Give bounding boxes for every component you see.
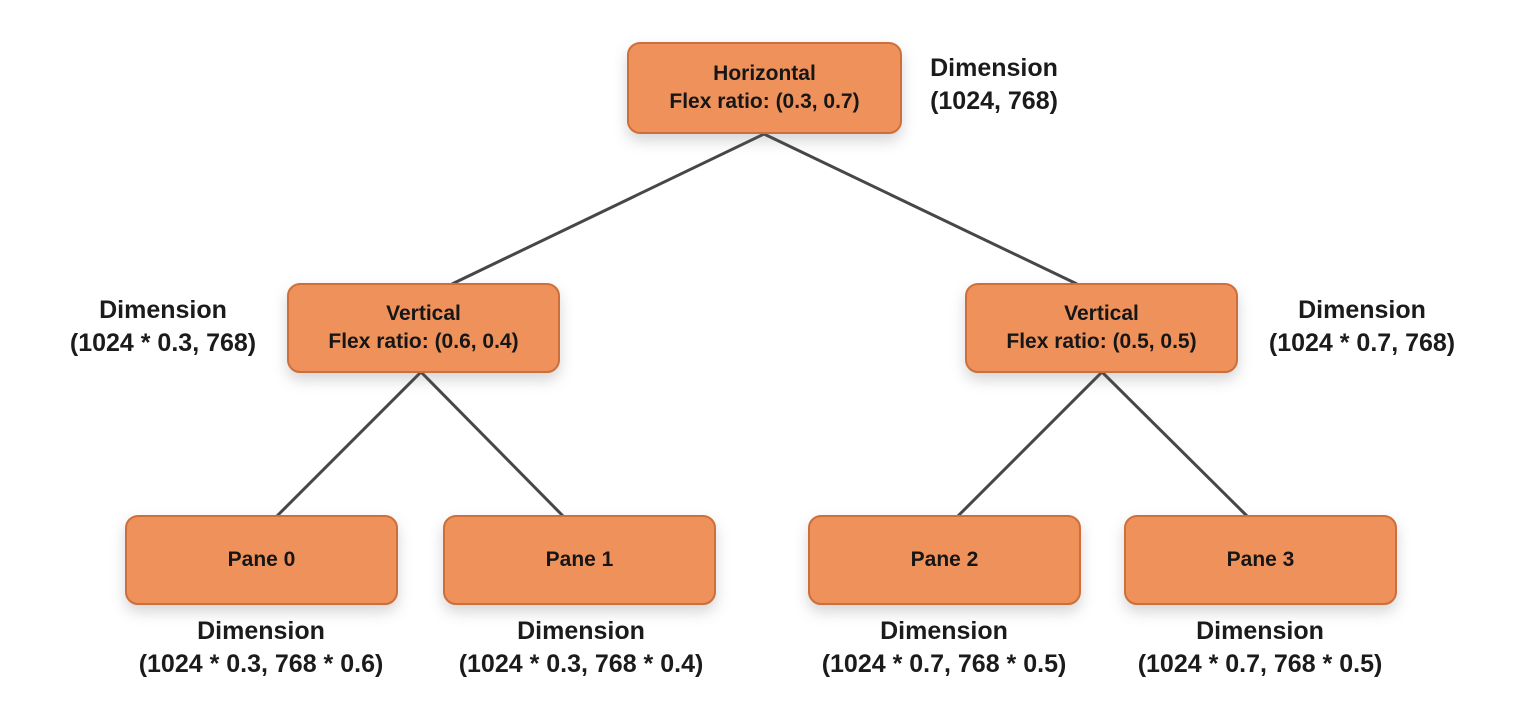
node-root-split-type: Horizontal (713, 62, 816, 85)
node-pane-1-label: Pane 1 (545, 548, 614, 571)
node-pane-2-label: Pane 2 (910, 548, 979, 571)
node-pane-3: Pane 3 (1124, 515, 1397, 605)
node-pane-3-label: Pane 3 (1226, 548, 1295, 571)
node-root-split-flex-ratio: Flex ratio: (0.3, 0.7) (669, 90, 860, 113)
dimension-label-pane-3-title: Dimension (1196, 617, 1324, 645)
node-right-split-type: Vertical (1064, 302, 1139, 325)
dimension-label-left-split: Dimension (1024 * 0.3, 768) (3, 294, 323, 360)
node-pane-0-label: Pane 0 (227, 548, 296, 571)
dimension-label-pane-3-value: (1024 * 0.7, 768 * 0.5) (1137, 650, 1383, 678)
node-left-split-type: Vertical (386, 302, 461, 325)
dimension-label-root-title: Dimension (930, 54, 1058, 82)
dimension-label-pane-2-title: Dimension (880, 617, 1008, 645)
dimension-label-pane-1-title: Dimension (517, 617, 645, 645)
dimension-label-pane-0-title: Dimension (197, 617, 325, 645)
node-left-split-flex-ratio: Flex ratio: (0.6, 0.4) (328, 330, 519, 353)
dimension-label-right-split: Dimension (1024 * 0.7, 768) (1202, 294, 1522, 360)
edge-root-to-left-split (451, 132, 765, 286)
edge-right-split-to-pane-2 (956, 370, 1104, 518)
dimension-label-right-split-value: (1024 * 0.7, 768) (1268, 329, 1456, 357)
dimension-label-root: Dimension (1024, 768) (834, 52, 1154, 118)
edge-left-split-to-pane-0 (275, 370, 423, 518)
dimension-label-root-value: (1024, 768) (930, 87, 1058, 115)
node-pane-0: Pane 0 (125, 515, 398, 605)
node-root-split: Horizontal Flex ratio: (0.3, 0.7) (627, 42, 902, 134)
node-pane-1: Pane 1 (443, 515, 716, 605)
node-right-split-flex-ratio: Flex ratio: (0.5, 0.5) (1006, 330, 1197, 353)
dimension-label-pane-1: Dimension (1024 * 0.3, 768 * 0.4) (421, 615, 741, 681)
dimension-label-pane-3: Dimension (1024 * 0.7, 768 * 0.5) (1100, 615, 1420, 681)
edge-left-split-to-pane-1 (419, 370, 565, 518)
node-right-split: Vertical Flex ratio: (0.5, 0.5) (965, 283, 1238, 373)
dimension-label-pane-2: Dimension (1024 * 0.7, 768 * 0.5) (784, 615, 1104, 681)
dimension-label-right-split-title: Dimension (1298, 296, 1426, 324)
edge-right-split-to-pane-3 (1100, 370, 1249, 518)
dimension-label-pane-2-value: (1024 * 0.7, 768 * 0.5) (821, 650, 1067, 678)
node-left-split: Vertical Flex ratio: (0.6, 0.4) (287, 283, 560, 373)
dimension-label-left-split-title: Dimension (99, 296, 227, 324)
dimension-label-pane-1-value: (1024 * 0.3, 768 * 0.4) (458, 650, 704, 678)
node-pane-2: Pane 2 (808, 515, 1081, 605)
dimension-label-left-split-value: (1024 * 0.3, 768) (69, 329, 257, 357)
dimension-label-pane-0: Dimension (1024 * 0.3, 768 * 0.6) (101, 615, 421, 681)
dimension-label-pane-0-value: (1024 * 0.3, 768 * 0.6) (138, 650, 384, 678)
edge-root-to-right-split (763, 132, 1078, 286)
